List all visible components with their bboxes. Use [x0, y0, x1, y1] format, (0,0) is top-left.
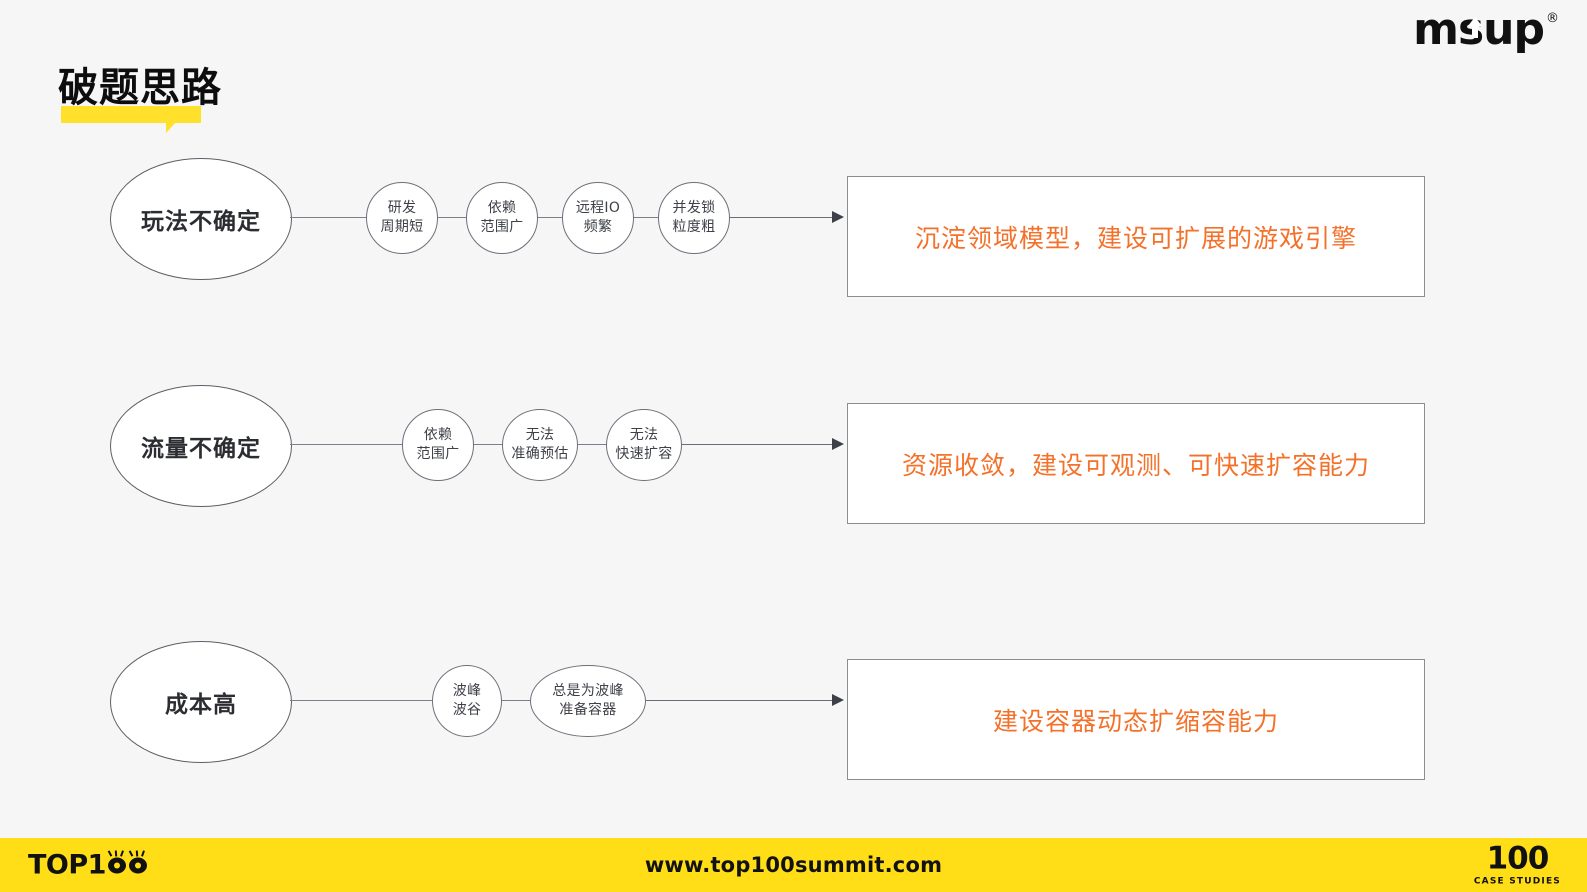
- title-highlight-bar: [61, 106, 201, 123]
- step-node-label: 依赖 范围广: [416, 427, 460, 462]
- result-box[interactable]: 建设容器动态扩缩容能力: [847, 659, 1425, 780]
- connector-line: [290, 217, 366, 219]
- main-node[interactable]: 玩法不确定: [110, 158, 292, 280]
- main-node-label: 流量不确定: [141, 436, 261, 462]
- result-box-label: 资源收敛，建设可观测、可快速扩容能力: [901, 450, 1370, 480]
- flow-row: 玩法不确定 研发 周期短 依赖 范围广 远程IO 频繁 并发锁 粒度粗 沉淀领域…: [0, 158, 1587, 318]
- msup-logo: msup ®: [1413, 8, 1559, 52]
- main-node-label: 成本高: [165, 692, 237, 718]
- flow-arrow-line: [682, 444, 834, 446]
- result-box-label: 建设容器动态扩缩容能力: [992, 706, 1279, 736]
- step-node[interactable]: 无法 准确预估: [502, 409, 578, 481]
- step-node-label: 波峰 波谷: [452, 683, 482, 718]
- page-title: 破题思路: [58, 65, 222, 111]
- step-node[interactable]: 无法 快速扩容: [606, 409, 682, 481]
- flow-arrow-line: [730, 217, 834, 219]
- footer-bar: TOP1 www.top100summit.com 100 CASE STUDI…: [0, 838, 1587, 892]
- msup-wordmark: msup: [1413, 4, 1545, 55]
- footer-url[interactable]: www.top100summit.com: [644, 853, 943, 877]
- step-node[interactable]: 波峰 波谷: [432, 665, 502, 737]
- step-node[interactable]: 研发 周期短: [366, 182, 438, 254]
- flow-arrow-head-icon: [832, 438, 844, 450]
- top100-logo: TOP1: [28, 849, 149, 881]
- connector-line: [474, 444, 502, 446]
- main-node[interactable]: 成本高: [110, 641, 292, 763]
- step-node[interactable]: 总是为波峰 准备容器: [530, 665, 646, 737]
- connector-line: [290, 444, 402, 446]
- step-node[interactable]: 依赖 范围广: [402, 409, 474, 481]
- result-box[interactable]: 沉淀领域模型，建设可扩展的游戏引擎: [847, 176, 1425, 297]
- flow-arrow-head-icon: [832, 694, 844, 706]
- diagram-area: 玩法不确定 研发 周期短 依赖 范围广 远程IO 频繁 并发锁 粒度粗 沉淀领域…: [0, 158, 1587, 801]
- step-node[interactable]: 依赖 范围广: [466, 182, 538, 254]
- step-node-label: 研发 周期短: [380, 200, 424, 235]
- connector-line: [438, 217, 466, 219]
- main-node[interactable]: 流量不确定: [110, 385, 292, 507]
- page-title-block: 破题思路: [58, 60, 398, 135]
- eye-icon: [128, 850, 149, 876]
- step-node-label: 总是为波峰 准备容器: [552, 683, 624, 718]
- connector-line: [634, 217, 658, 219]
- result-box[interactable]: 资源收敛，建设可观测、可快速扩容能力: [847, 403, 1425, 524]
- step-node-label: 依赖 范围广: [480, 200, 524, 235]
- flow-arrow-line: [646, 700, 834, 702]
- step-node-label: 无法 快速扩容: [615, 427, 673, 462]
- eye-icon: [107, 850, 128, 876]
- registered-mark-icon: ®: [1546, 11, 1559, 26]
- flow-row: 成本高 波峰 波谷 总是为波峰 准备容器 建设容器动态扩缩容能力: [0, 641, 1587, 801]
- connector-line: [502, 700, 530, 702]
- step-node[interactable]: 并发锁 粒度粗: [658, 182, 730, 254]
- top100-logo-text: TOP1: [28, 849, 106, 881]
- step-node-label: 并发锁 粒度粗: [672, 200, 716, 235]
- step-node-label: 无法 准确预估: [511, 427, 569, 462]
- title-highlight-tail-icon: [166, 122, 186, 133]
- case-studies-number: 100: [1486, 840, 1550, 877]
- connector-line: [538, 217, 562, 219]
- main-node-label: 玩法不确定: [141, 209, 261, 235]
- case-studies-caption: CASE STUDIES: [1473, 876, 1561, 887]
- flow-arrow-head-icon: [832, 211, 844, 223]
- connector-line: [290, 700, 432, 702]
- step-node[interactable]: 远程IO 频繁: [562, 182, 634, 254]
- flow-row: 流量不确定 依赖 范围广 无法 准确预估 无法 快速扩容 资源收敛，建设可观测、…: [0, 385, 1587, 545]
- eyes-icon: [107, 850, 149, 876]
- connector-line: [578, 444, 606, 446]
- result-box-label: 沉淀领域模型，建设可扩展的游戏引擎: [914, 223, 1357, 253]
- step-node-label: 远程IO 频繁: [575, 200, 621, 235]
- case-studies-logo: 100 CASE STUDIES: [1473, 840, 1561, 887]
